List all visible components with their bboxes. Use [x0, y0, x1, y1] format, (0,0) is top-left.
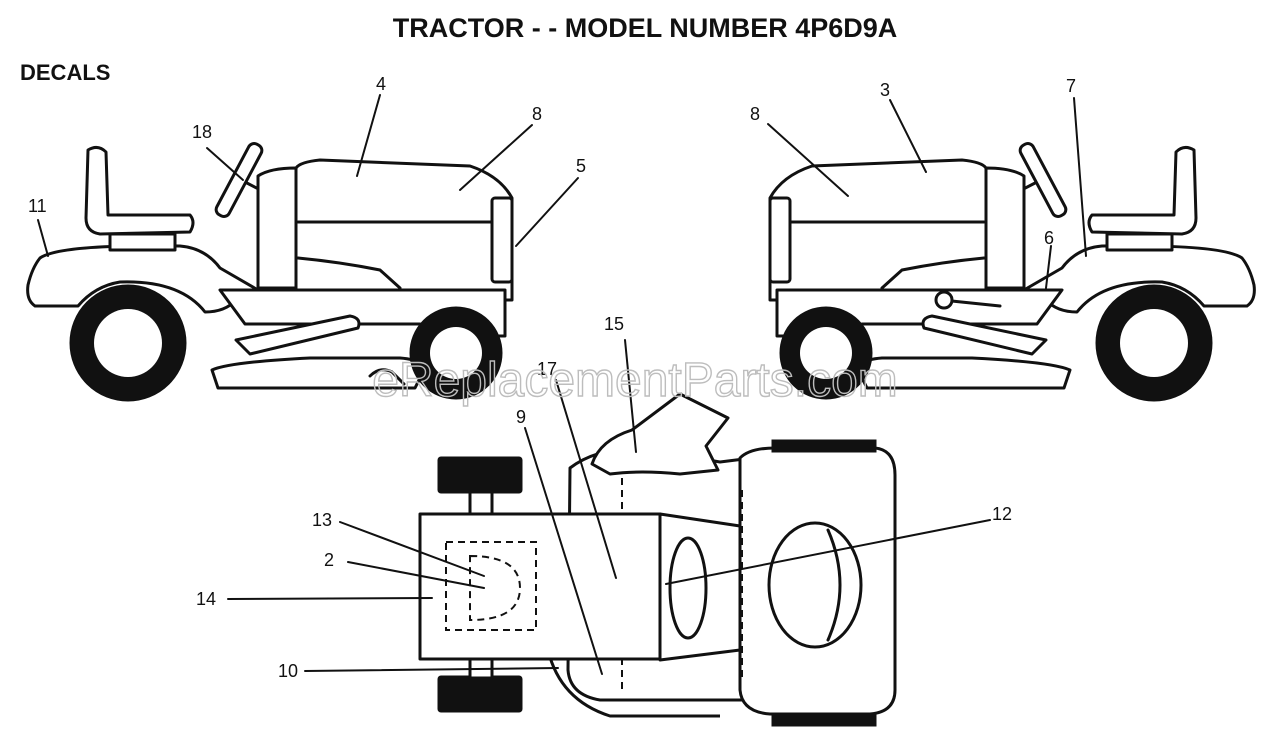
callout-17: 17: [537, 359, 557, 379]
top-steering-wheel: [668, 536, 708, 640]
left-front-hub: [430, 327, 482, 379]
left-grille: [490, 196, 514, 284]
callout-numbers: 18 4 8 5 11 8 3 7 6 15 17 9 13 2 14 12 1…: [28, 74, 1076, 681]
callout-6: 6: [1044, 228, 1054, 248]
callout-7: 7: [1066, 76, 1076, 96]
callout-8-right: 8: [750, 104, 760, 124]
callout-5: 5: [576, 156, 586, 176]
callout-11: 11: [28, 196, 47, 216]
callout-14: 14: [196, 589, 216, 609]
callout-13: 13: [312, 510, 332, 530]
tractor-left-side-view: [26, 142, 514, 402]
section-label: DECALS: [20, 60, 110, 85]
left-footrest: [234, 314, 361, 356]
callout-9: 9: [516, 407, 526, 427]
diagram-title: TRACTOR - - MODEL NUMBER 4P6D9A: [393, 13, 898, 43]
watermark-text: eReplacementParts.com: [372, 354, 898, 407]
callout-10: 10: [278, 661, 298, 681]
right-lever-knob: [934, 290, 954, 310]
left-hood: [294, 158, 514, 302]
top-hood-oval-crease: [826, 528, 842, 642]
right-dash: [984, 166, 1026, 290]
left-deck-linkage: [368, 368, 406, 386]
callout-4: 4: [376, 74, 386, 94]
left-seat-base: [108, 232, 177, 252]
top-seat-pan: [418, 512, 662, 661]
left-steering-wheel: [214, 142, 264, 218]
right-steering-wheel: [1018, 142, 1068, 218]
tractor-right-side-view: [768, 142, 1256, 402]
top-hood-oval: [767, 521, 863, 649]
top-rear-axle-upper: [468, 490, 494, 516]
callout-2: 2: [324, 550, 334, 570]
right-hood: [768, 158, 988, 302]
top-decal-circle: [469, 554, 522, 622]
top-rear-tire-upper: [437, 456, 523, 494]
top-front-tire-lower: [771, 713, 877, 727]
left-dash: [256, 166, 298, 290]
right-rear-hub: [1120, 309, 1188, 377]
right-footrest: [921, 314, 1048, 356]
tractor-top-view: [418, 392, 897, 727]
callout-15: 15: [604, 314, 624, 334]
callout-12: 12: [992, 504, 1012, 524]
left-hood-panel: [296, 256, 402, 290]
top-decal-outline: [445, 541, 537, 631]
callout-3: 3: [880, 80, 890, 100]
callout-leaders: [37, 94, 1087, 675]
right-front-hub: [800, 327, 852, 379]
left-rear-fender: [26, 244, 260, 314]
top-rear-tire-lower: [437, 675, 523, 713]
right-rear-fender: [1022, 244, 1256, 314]
callout-8-left: 8: [532, 104, 542, 124]
right-grille: [768, 196, 792, 284]
callout-18: 18: [192, 122, 212, 142]
right-hood-panel: [880, 256, 986, 290]
top-discharge-chute: [590, 392, 730, 476]
left-seat-back: [84, 145, 195, 236]
top-front-tire-upper: [771, 439, 877, 453]
left-rear-hub: [94, 309, 162, 377]
right-seat-base: [1105, 232, 1174, 252]
right-seat-back: [1087, 145, 1198, 236]
